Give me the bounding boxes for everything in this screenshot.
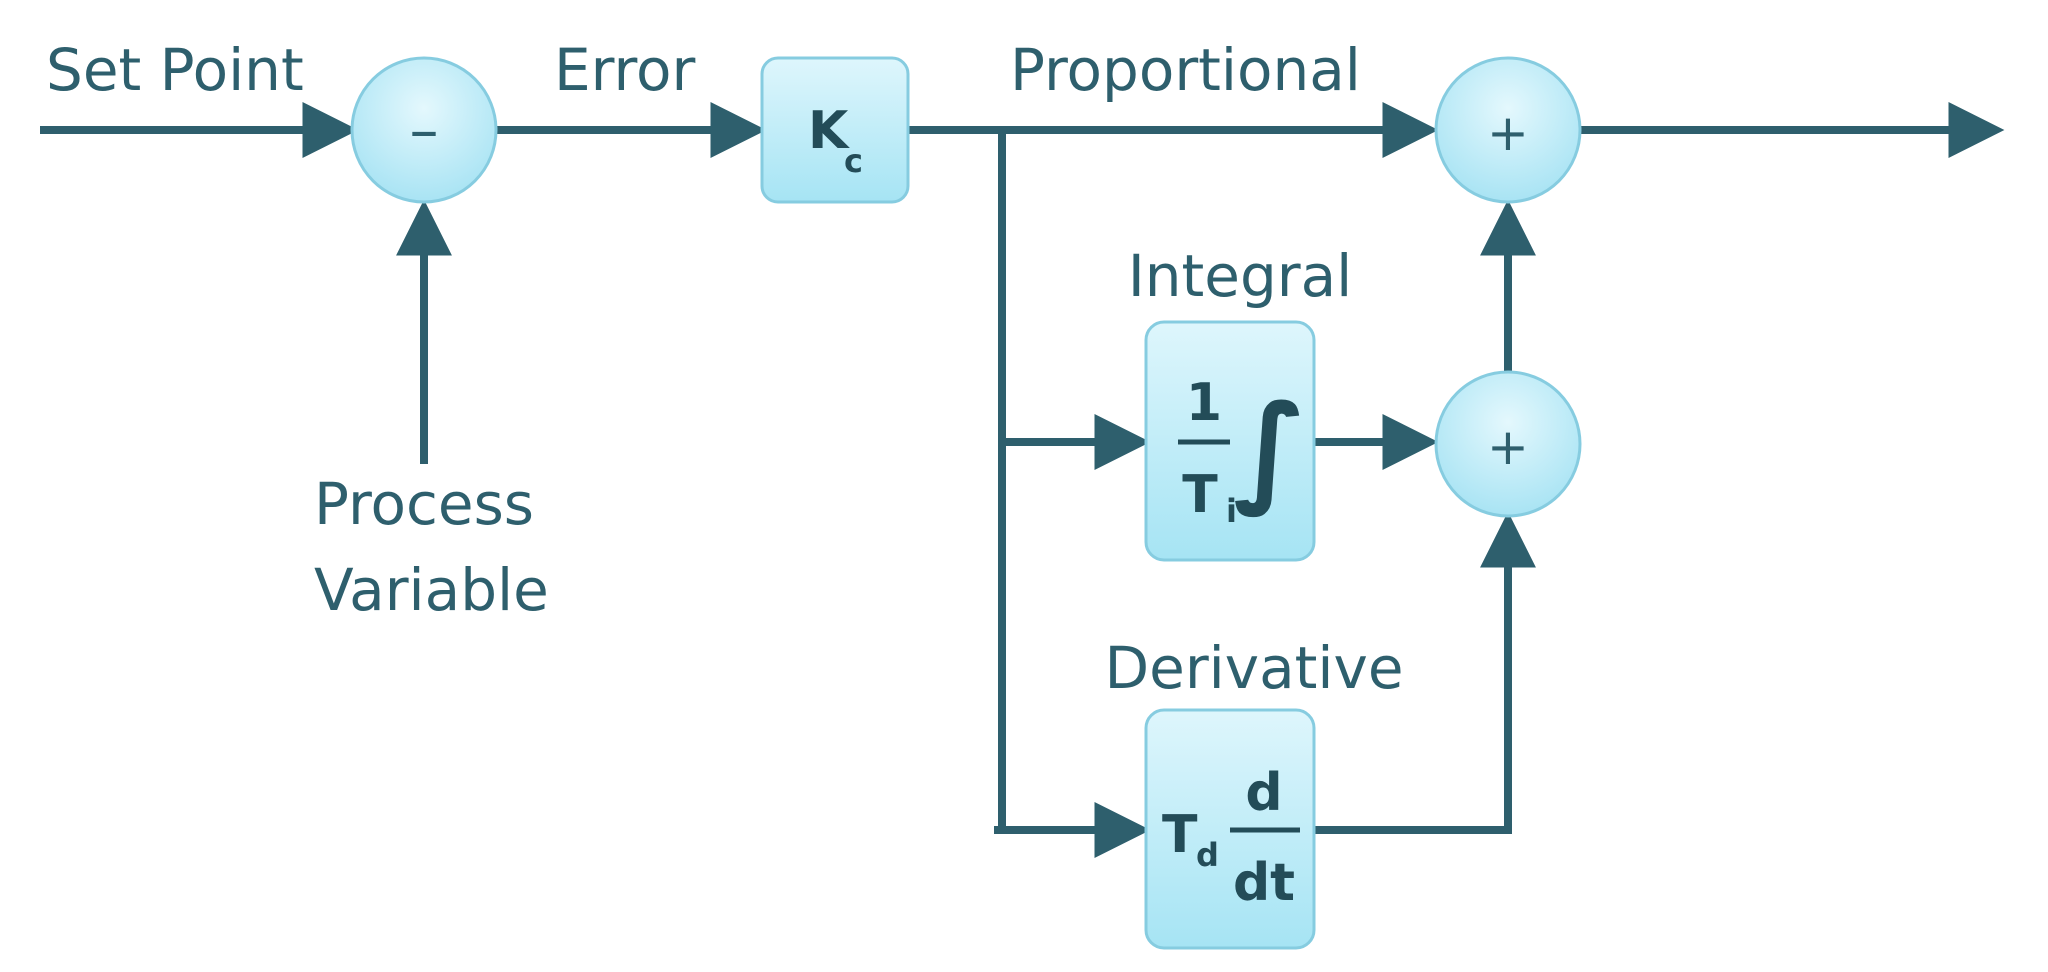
derivative-coefficient: T (1162, 805, 1198, 865)
derivative-numerator: d (1245, 763, 1282, 823)
subtract-junction: – (350, 56, 498, 204)
minus-sign: – (410, 96, 439, 164)
gain-block: K c (760, 56, 910, 204)
gain-symbol: K (808, 101, 850, 161)
integral-numerator: 1 (1186, 373, 1222, 433)
integral-label: Integral (1128, 242, 1353, 310)
integral-block: 1 T i ∫ (1144, 320, 1316, 562)
sum-junction-top: + (1434, 56, 1582, 204)
derivative-denominator: dt (1233, 853, 1295, 913)
proportional-label: Proportional (1010, 36, 1361, 104)
integral-denominator: T (1182, 465, 1218, 525)
error-label: Error (554, 36, 696, 104)
derivative-coefficient-subscript: d (1196, 836, 1219, 874)
plus-sign-top: + (1487, 104, 1529, 162)
integral-operator: ∫ (1233, 380, 1306, 519)
derivative-output-line (1314, 511, 1536, 834)
integral-denominator-subscript: i (1226, 492, 1237, 530)
plus-sign-lower: + (1487, 418, 1529, 476)
sum-junction-lower: + (1434, 370, 1582, 518)
gain-subscript: c (844, 142, 863, 180)
process-variable-label-line1: Process (314, 470, 534, 538)
derivative-label: Derivative (1104, 634, 1403, 702)
set-point-label: Set Point (46, 36, 304, 104)
derivative-block: T d d dt (1144, 708, 1316, 950)
process-variable-label-line2: Variable (314, 556, 549, 624)
